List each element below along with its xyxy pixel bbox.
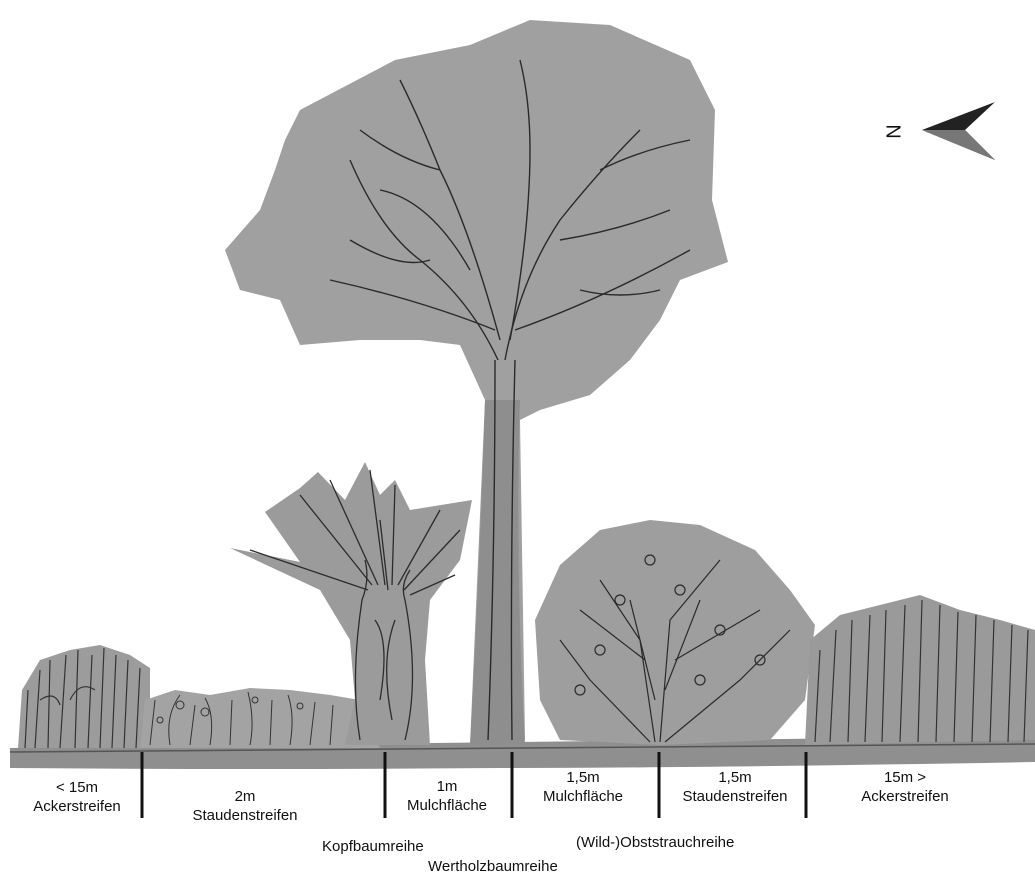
fruit-shrub xyxy=(535,520,815,745)
zone-4-width: 1,5m xyxy=(518,768,648,787)
north-arrow-icon xyxy=(922,102,995,160)
row-label-obststrauch: (Wild-)Obststrauchreihe xyxy=(576,834,734,851)
left-herb-strip xyxy=(140,688,380,748)
zone-3-name: Mulchfläche xyxy=(392,796,502,815)
zone-1: < 15m Ackerstreifen xyxy=(18,778,136,816)
zone-5-width: 1,5m xyxy=(662,768,808,787)
left-field-grasses xyxy=(18,645,150,748)
zone-1-name: Ackerstreifen xyxy=(18,797,136,816)
zone-2: 2m Staudenstreifen xyxy=(170,787,320,825)
zone-1-width: < 15m xyxy=(18,778,136,797)
zone-6-width: 15m > xyxy=(840,768,970,787)
zone-3: 1m Mulchfläche xyxy=(392,777,502,815)
row-label-kopfbaum: Kopfbaumreihe xyxy=(322,838,424,855)
zone-4: 1,5m Mulchfläche xyxy=(518,768,648,806)
zone-6-name: Ackerstreifen xyxy=(840,787,970,806)
compass-label: N xyxy=(884,124,907,138)
zone-5-name: Staudenstreifen xyxy=(662,787,808,806)
right-field-grasses xyxy=(805,595,1035,745)
row-label-wertholz: Wertholzbaumreihe xyxy=(428,858,558,875)
zone-3-width: 1m xyxy=(392,777,502,796)
zone-5: 1,5m Staudenstreifen xyxy=(662,768,808,806)
zone-6: 15m > Ackerstreifen xyxy=(840,768,970,806)
zone-2-width: 2m xyxy=(170,787,320,806)
zone-2-name: Staudenstreifen xyxy=(170,806,320,825)
zone-4-name: Mulchfläche xyxy=(518,787,648,806)
